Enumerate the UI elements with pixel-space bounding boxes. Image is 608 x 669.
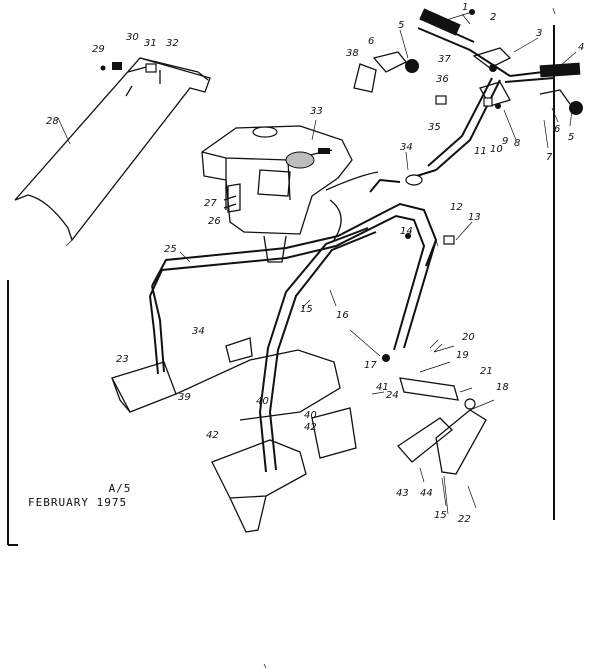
- callout-10: 10: [490, 144, 503, 155]
- callout-34-upper: 34: [400, 142, 413, 153]
- callout-14: 14: [400, 226, 413, 237]
- callout-15-lower: 15: [434, 510, 447, 521]
- callout-38: 38: [346, 48, 359, 59]
- callout-33: 33: [310, 106, 323, 117]
- callout-leaders: [57, 11, 577, 515]
- lower-handle-tubes: [258, 227, 437, 473]
- callout-16: 16: [336, 310, 349, 321]
- callout-34-lower: 34: [192, 326, 205, 337]
- callout-5-left: 5: [398, 20, 404, 31]
- diagram-date: FEBRUARY 1975: [28, 496, 128, 509]
- callout-32: 32: [166, 38, 179, 49]
- callout-40-left: 40: [256, 396, 269, 407]
- callout-4: 4: [578, 42, 584, 53]
- cover-hardware: [100, 62, 161, 97]
- callout-1: 1: [462, 2, 468, 13]
- callout-44: 44: [420, 488, 433, 499]
- callout-6-left: 6: [368, 36, 374, 47]
- tine-shield: [111, 337, 357, 533]
- handle-grip-clamp: [405, 174, 423, 186]
- callout-27: 27: [204, 198, 217, 209]
- callout-2: 2: [490, 12, 496, 23]
- callout-42-left: 42: [206, 430, 219, 441]
- callout-25: 25: [164, 244, 177, 255]
- callout-5-right: 5: [568, 132, 574, 143]
- callout-21: 21: [480, 366, 493, 377]
- callout-31: 31: [144, 38, 157, 49]
- engine: [201, 125, 379, 263]
- callout-24: 24: [386, 390, 399, 401]
- callout-18: 18: [496, 382, 509, 393]
- callout-15-upper: 15: [300, 304, 313, 315]
- callout-29: 29: [92, 44, 105, 55]
- callout-40-right: 40: [304, 410, 317, 421]
- callout-22: 22: [458, 514, 471, 525]
- depth-bar-bracket: [382, 339, 487, 475]
- callout-9: 9: [502, 136, 508, 147]
- callout-20: 20: [462, 332, 475, 343]
- handle-brace: [369, 178, 401, 193]
- callout-43: 43: [396, 488, 409, 499]
- callout-30: 30: [126, 32, 139, 43]
- callout-13: 13: [468, 212, 481, 223]
- control-lever-left: [353, 51, 419, 93]
- callout-37: 37: [438, 54, 451, 65]
- main-tube-frame: [149, 202, 438, 375]
- callout-labels: 1 2 3 4 5 5 6 6 7 8 9 10 11 12 13 14 15 …: [46, 2, 584, 525]
- callout-8: 8: [514, 138, 520, 149]
- callout-11: 11: [474, 146, 487, 157]
- callout-3: 3: [536, 28, 542, 39]
- callout-42-right: 42: [304, 422, 317, 433]
- callout-35: 35: [428, 122, 441, 133]
- callout-19: 19: [456, 350, 469, 361]
- callout-17: 17: [364, 360, 377, 371]
- diagram-code: A/5: [108, 482, 132, 495]
- callout-26: 26: [208, 216, 221, 227]
- scan-marks: [263, 7, 556, 669]
- callout-36: 36: [436, 74, 449, 85]
- control-lever-right: [539, 89, 583, 115]
- callout-41: 41: [376, 382, 389, 393]
- callout-28: 28: [46, 116, 59, 127]
- belt-guard-cover: [14, 57, 211, 247]
- handle-hardware: [405, 9, 501, 245]
- callout-23: 23: [116, 354, 129, 365]
- callout-7: 7: [546, 152, 553, 163]
- callout-39: 39: [178, 392, 191, 403]
- callout-12: 12: [450, 202, 463, 213]
- callout-6-right: 6: [554, 124, 560, 135]
